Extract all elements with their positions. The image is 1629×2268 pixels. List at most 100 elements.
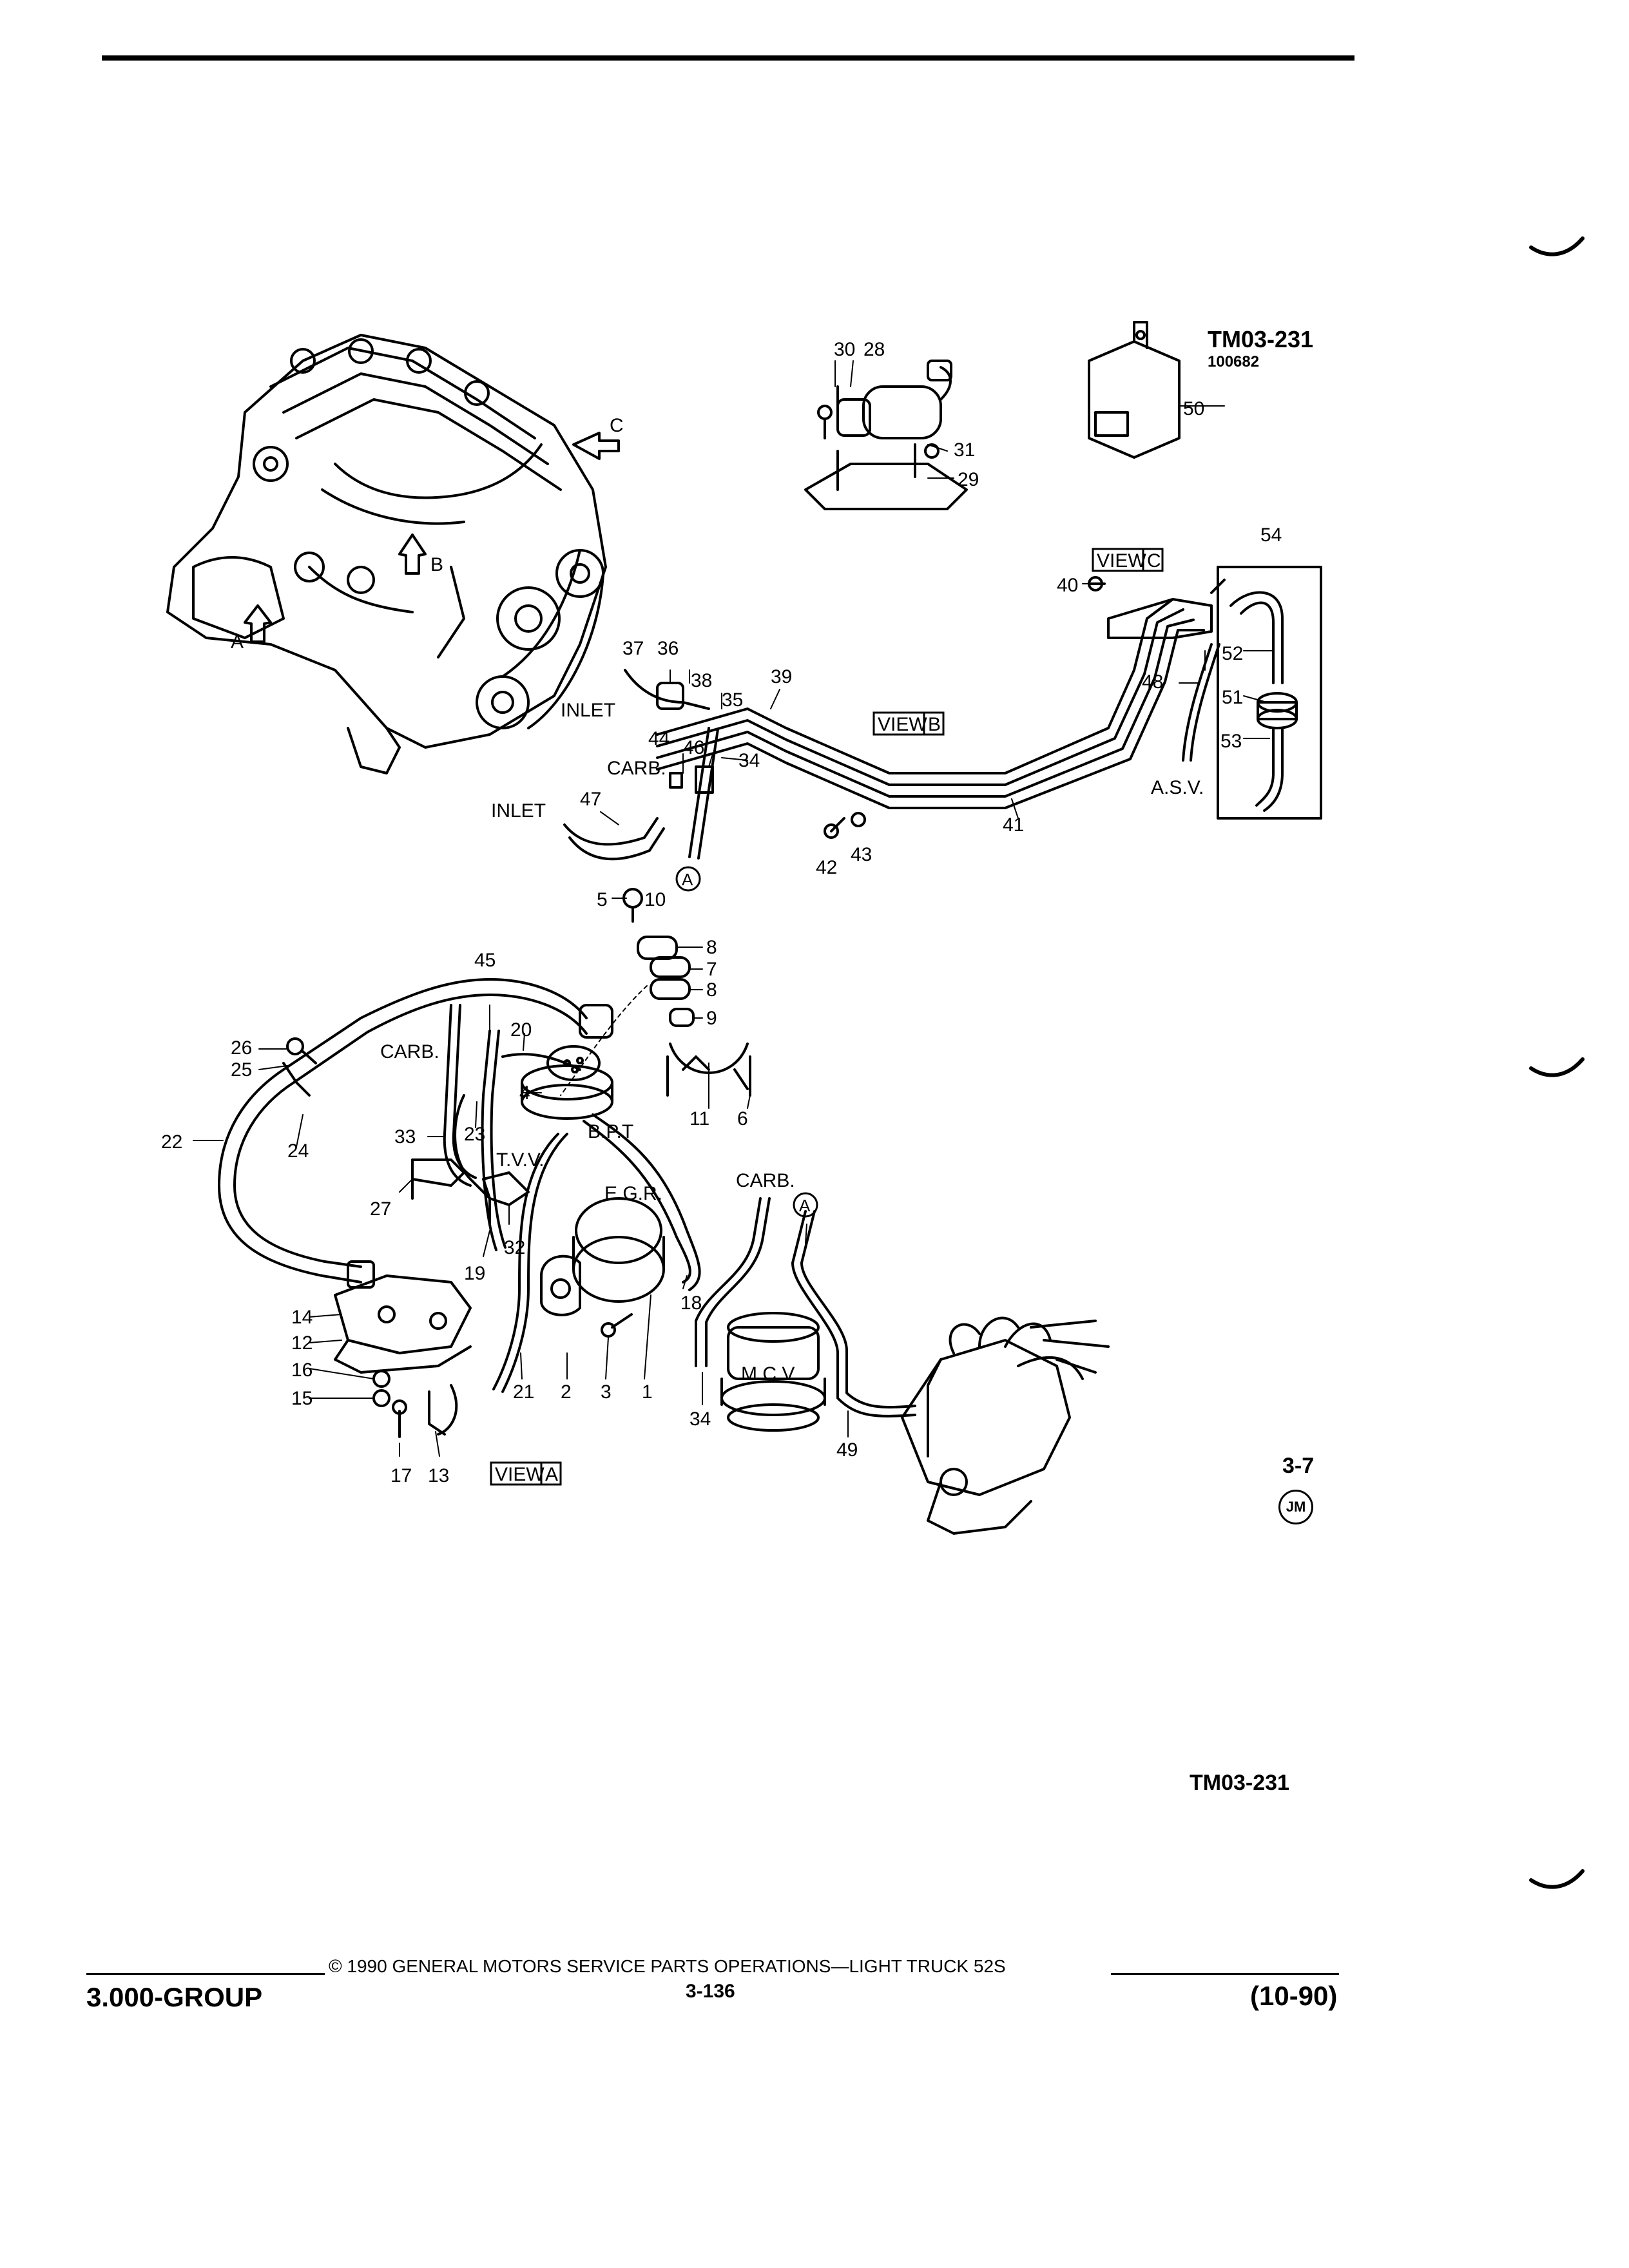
callout-28: 28 bbox=[863, 339, 885, 360]
callout-52: 52 bbox=[1222, 643, 1243, 664]
callout-34-lower: 34 bbox=[689, 1408, 711, 1430]
mcv-valve-illustration bbox=[720, 1312, 826, 1432]
view-a-word: VIEW bbox=[495, 1464, 545, 1485]
view-b-letter: B bbox=[928, 714, 941, 735]
inlet-hose-lower bbox=[563, 817, 659, 846]
solenoid-valve-illustration bbox=[804, 360, 968, 510]
callout-32: 32 bbox=[504, 1237, 525, 1258]
callout-9: 9 bbox=[706, 1008, 717, 1029]
callout-17: 17 bbox=[390, 1465, 412, 1486]
callout-14: 14 bbox=[291, 1307, 313, 1328]
diagram-code-top: TM03-231 bbox=[1208, 326, 1314, 352]
bracket-12-illustration bbox=[334, 1274, 472, 1438]
top-rule bbox=[102, 55, 1354, 61]
callout-8-upper: 8 bbox=[706, 937, 717, 958]
callout-46: 46 bbox=[683, 737, 704, 758]
view-b-word: VIEW bbox=[878, 714, 927, 735]
engine-view-letter-c: C bbox=[610, 415, 624, 436]
callout-53: 53 bbox=[1220, 731, 1242, 752]
inlet-label-upper: INLET bbox=[561, 700, 615, 721]
callout-38: 38 bbox=[691, 670, 712, 691]
callout-5: 5 bbox=[597, 889, 608, 910]
callout-41: 41 bbox=[1003, 814, 1024, 836]
circle-a-upper: A bbox=[682, 870, 693, 889]
circle-a-lower: A bbox=[799, 1196, 811, 1215]
callout-33: 33 bbox=[394, 1126, 416, 1148]
inlet-label-lower: INLET bbox=[491, 800, 546, 822]
callout-19: 19 bbox=[464, 1263, 485, 1284]
egr-label: E.G.R. bbox=[604, 1183, 662, 1204]
vacuum-pipe-bundle bbox=[656, 579, 1226, 809]
callout-leaders bbox=[193, 360, 1274, 1457]
callout-4: 4 bbox=[519, 1082, 530, 1104]
section-badge: JM bbox=[1278, 1490, 1313, 1524]
callout-48: 48 bbox=[1142, 671, 1163, 693]
callout-54: 54 bbox=[1260, 524, 1282, 546]
asv-label: A.S.V. bbox=[1151, 777, 1204, 798]
mcv-label: M.C.V. bbox=[741, 1363, 798, 1385]
callout-37: 37 bbox=[622, 638, 644, 659]
callout-40: 40 bbox=[1057, 575, 1078, 596]
footer-rule-left bbox=[86, 1973, 325, 1975]
diagram-code-bottom: TM03-231 bbox=[1190, 1771, 1289, 1795]
bpt-label: B.P.T bbox=[588, 1121, 633, 1142]
callout-22: 22 bbox=[161, 1131, 182, 1153]
callout-18: 18 bbox=[680, 1293, 702, 1314]
engine-illustration bbox=[166, 334, 607, 774]
view-b-box: VIEW B bbox=[872, 711, 945, 736]
asv-detail-box bbox=[1217, 566, 1322, 820]
egr-valve-illustration bbox=[540, 1197, 665, 1338]
callout-8-lower: 8 bbox=[706, 979, 717, 1001]
carb-label-upper: CARB. bbox=[607, 758, 666, 779]
callout-15: 15 bbox=[291, 1388, 313, 1409]
footer-group-number: 3.000-GROUP bbox=[86, 1982, 263, 2012]
part-name-labels: INLET CARB. INLET A.S.V. CARB. T.V.V. B.… bbox=[380, 700, 1204, 1385]
callout-30: 30 bbox=[834, 339, 855, 360]
vacuum-hose-assembly bbox=[218, 978, 613, 1289]
callout-16: 16 bbox=[291, 1360, 313, 1381]
callout-13: 13 bbox=[428, 1465, 449, 1486]
tvv-valve-illustration bbox=[411, 1158, 530, 1206]
footer-rule-right bbox=[1111, 1973, 1339, 1975]
footer-page-number: 3-136 bbox=[686, 1981, 735, 2002]
view-a-box: VIEW A bbox=[490, 1461, 562, 1486]
diagram-code-top-sub: 100682 bbox=[1208, 353, 1260, 370]
callout-12: 12 bbox=[291, 1332, 313, 1354]
inlet-hose-upper bbox=[624, 669, 710, 710]
callout-39: 39 bbox=[771, 666, 792, 687]
view-c-letter: C bbox=[1147, 550, 1161, 572]
section-reference: 3-7 bbox=[1282, 1454, 1315, 1478]
callout-numbers: 30 28 31 29 50 54 40 48 52 51 53 41 39 3… bbox=[161, 339, 1282, 1486]
callout-2: 2 bbox=[561, 1381, 572, 1403]
callout-29: 29 bbox=[958, 469, 979, 490]
bracket-stack-illustration bbox=[622, 888, 751, 1097]
callout-26: 26 bbox=[231, 1037, 252, 1059]
engine-view-letter-a: A bbox=[231, 631, 244, 653]
callout-34-upper: 34 bbox=[738, 750, 760, 771]
engine-view-letters: C B A bbox=[231, 415, 624, 653]
bpt-valve-illustration bbox=[521, 1045, 613, 1120]
callout-45: 45 bbox=[474, 950, 496, 971]
callout-3: 3 bbox=[601, 1381, 612, 1403]
callout-7: 7 bbox=[706, 959, 717, 980]
callout-43: 43 bbox=[851, 844, 872, 865]
callout-31: 31 bbox=[954, 439, 975, 461]
callout-51: 51 bbox=[1222, 687, 1243, 708]
callout-27: 27 bbox=[370, 1198, 391, 1220]
tvv-label: T.V.V. bbox=[496, 1149, 545, 1171]
carb-label-hose: CARB. bbox=[380, 1041, 439, 1062]
carb-label-lower: CARB. bbox=[736, 1170, 795, 1191]
callout-25: 25 bbox=[231, 1059, 252, 1081]
view-arrow-a-icon bbox=[244, 604, 272, 643]
view-c-word: VIEW bbox=[1097, 550, 1146, 572]
view-arrow-b-icon bbox=[398, 533, 427, 575]
callout-35: 35 bbox=[722, 689, 743, 711]
callout-24: 24 bbox=[287, 1140, 309, 1162]
circle-a-markers: A A bbox=[675, 866, 818, 1218]
fitting-46 bbox=[695, 765, 714, 794]
control-module-illustration bbox=[1088, 321, 1181, 459]
distributor-cap-illustration bbox=[901, 1316, 1110, 1535]
callout-50: 50 bbox=[1183, 398, 1204, 419]
callout-10: 10 bbox=[644, 889, 666, 910]
